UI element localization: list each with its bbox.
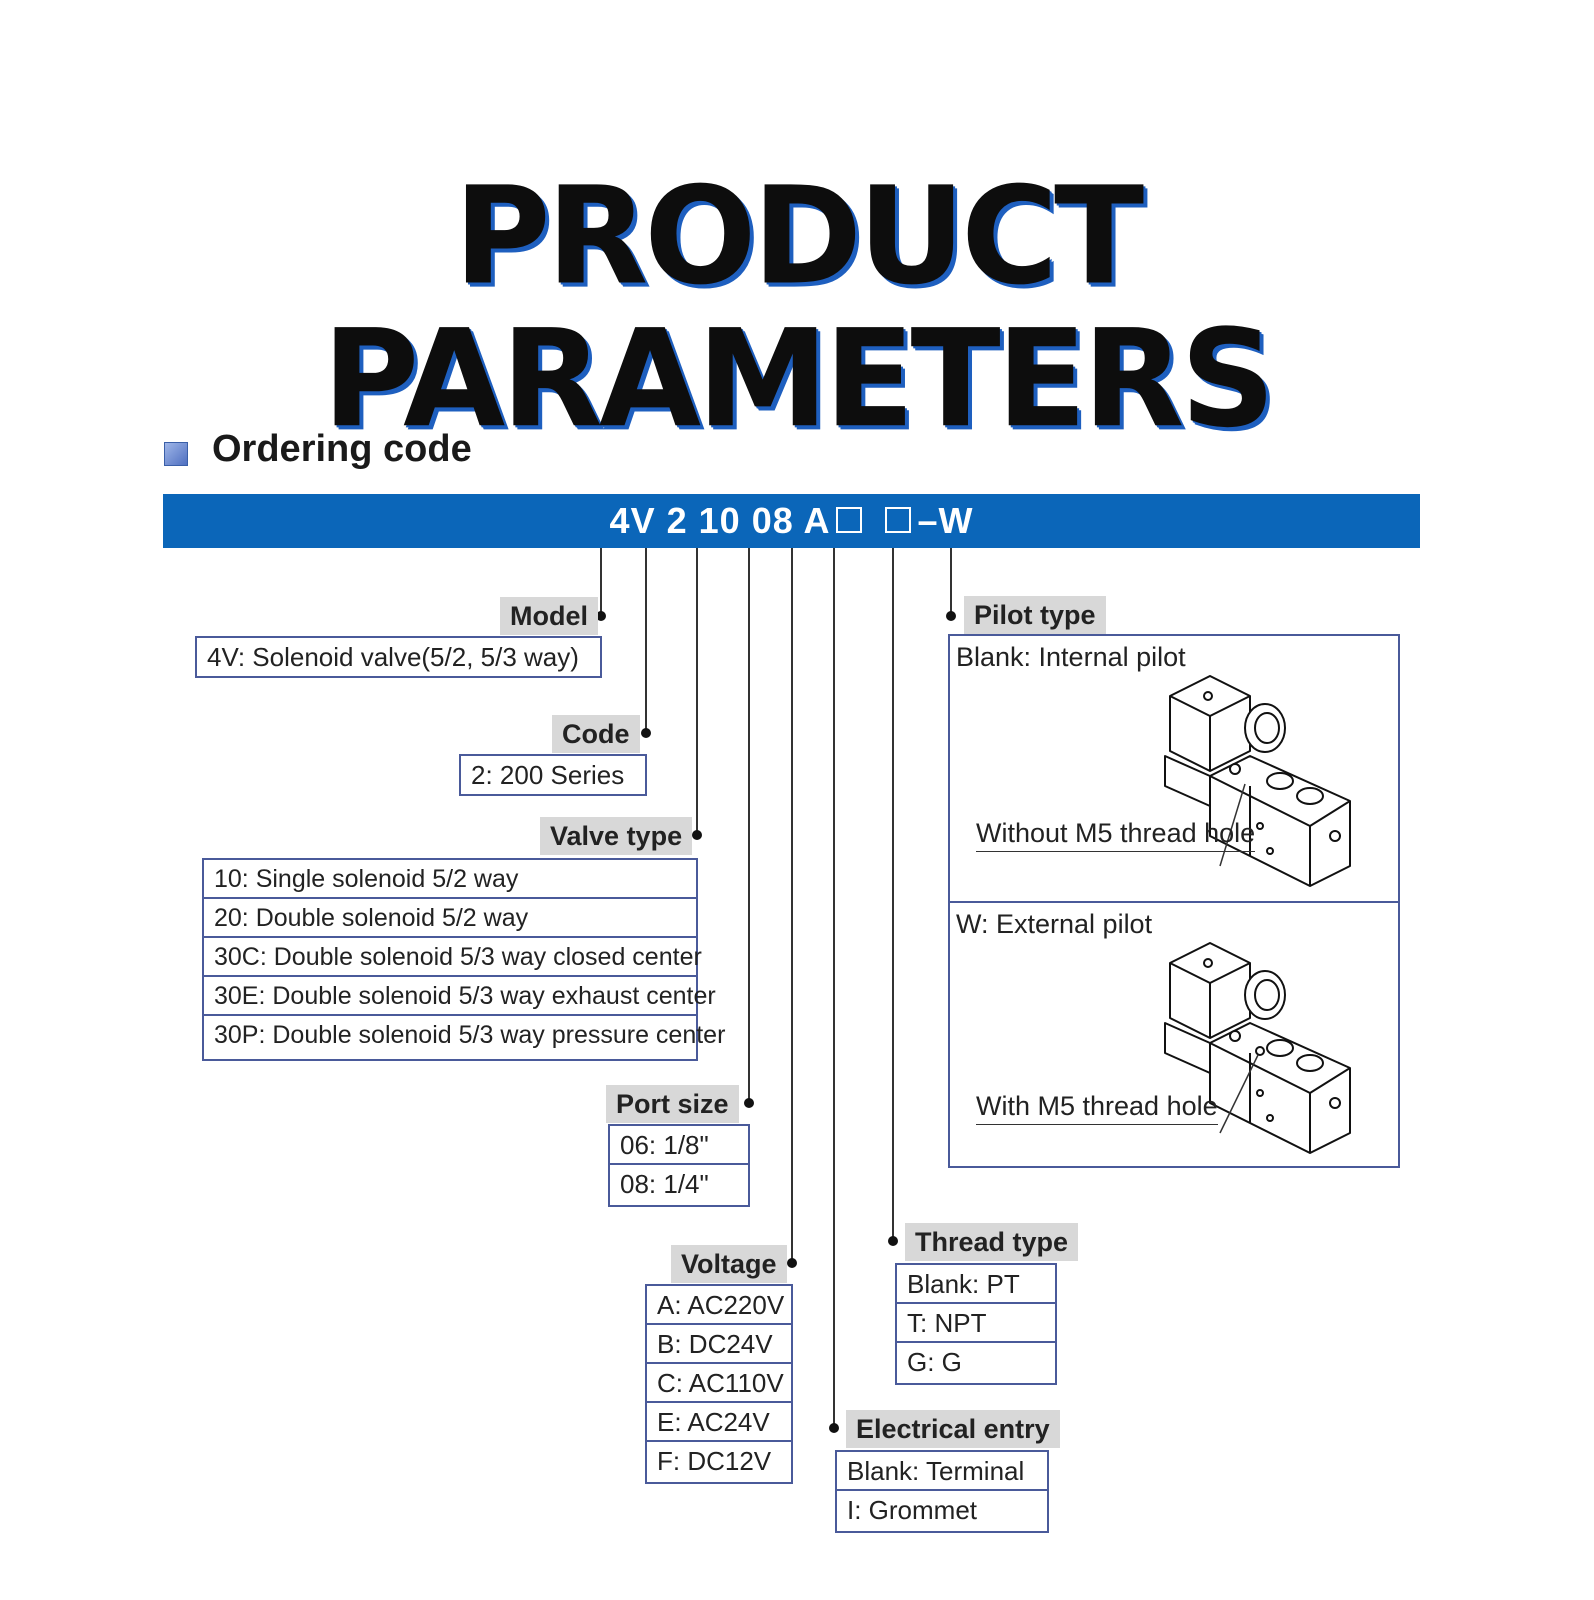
valve-type-option: 30C: Double solenoid 5/3 way closed cent… <box>204 938 702 977</box>
thread-type-option: G: G <box>907 1347 962 1377</box>
pilot-internal-title: Blank: Internal pilot <box>956 642 1186 672</box>
valve-type-option: 30E: Double solenoid 5/3 way exhaust cen… <box>204 977 716 1016</box>
voltage-option: B: DC24V <box>647 1325 791 1364</box>
voltage-option: F: DC12V <box>657 1446 772 1476</box>
voltage-option: C: AC110V <box>647 1364 791 1403</box>
thread-type-label: Thread type <box>905 1223 1079 1261</box>
port-size-option: 06: 1/8" <box>610 1126 748 1165</box>
valve-type-label: Valve type <box>540 817 693 855</box>
pilot-type-label: Pilot type <box>964 596 1106 634</box>
model-options: 4V: Solenoid valve(5/2, 5/3 way) <box>195 636 602 678</box>
section-title: Ordering code <box>212 428 472 470</box>
pilot-type-panel: Blank: Internal pilot <box>948 634 1400 1168</box>
pilot-external-title: W: External pilot <box>956 909 1153 939</box>
valve-type-options: 10: Single solenoid 5/2 way 20: Double s… <box>202 858 726 1061</box>
electrical-entry-option: Blank: Terminal <box>837 1452 1047 1491</box>
pilot-external-note: With M5 thread hole <box>976 1091 1218 1125</box>
electrical-entry-options: Blank: Terminal I: Grommet <box>835 1450 1049 1533</box>
section-bullet-icon <box>164 442 188 466</box>
port-size-options: 06: 1/8" 08: 1/4" <box>608 1124 750 1207</box>
code-part-voltage: A <box>803 500 831 541</box>
connector-dot <box>888 1236 898 1246</box>
thread-type-option: T: NPT <box>897 1304 1055 1343</box>
port-size-label: Port size <box>606 1085 739 1123</box>
valve-type-option: 20: Double solenoid 5/2 way <box>204 899 696 938</box>
ordering-code-bar: 4V 2 10 08 A –W <box>163 494 1420 548</box>
code-placeholder-box <box>836 507 863 534</box>
valve-external-icon <box>1164 942 1351 1154</box>
electrical-entry-option: I: Grommet <box>847 1495 978 1525</box>
code-part-port-size: 08 <box>751 500 794 541</box>
port-size-option: 08: 1/4" <box>620 1169 709 1199</box>
voltage-label: Voltage <box>671 1245 787 1283</box>
model-label: Model <box>500 597 598 635</box>
code-placeholder-box <box>885 507 912 534</box>
electrical-entry-label: Electrical entry <box>846 1410 1060 1448</box>
code-suffix: –W <box>917 500 974 541</box>
thread-type-options: Blank: PT T: NPT G: G <box>895 1263 1057 1385</box>
code-part-model: 4V <box>609 500 656 541</box>
code-option: 2: 200 Series <box>471 760 625 790</box>
connector-dot <box>692 830 702 840</box>
valve-internal-icon <box>1164 675 1351 887</box>
thread-type-option: Blank: PT <box>897 1265 1055 1304</box>
model-option: 4V: Solenoid valve(5/2, 5/3 way) <box>207 642 579 672</box>
code-part-series: 2 <box>666 500 688 541</box>
code-label: Code <box>552 715 640 753</box>
code-options: 2: 200 Series <box>459 754 647 796</box>
connector-dot <box>641 728 651 738</box>
page-headline: PRODUCT PARAMETERS <box>322 158 1275 458</box>
pilot-external-section: W: External pilot <box>950 901 1398 1168</box>
valve-type-option: 10: Single solenoid 5/2 way <box>204 860 696 899</box>
pilot-internal-note: Without M5 thread hole <box>976 818 1256 852</box>
connector-dot <box>787 1258 797 1268</box>
valve-type-option: 30P: Double solenoid 5/3 way pressure ce… <box>214 1021 726 1049</box>
connector-dot <box>744 1098 754 1108</box>
pilot-internal-section: Blank: Internal pilot <box>950 636 1398 901</box>
code-part-valve-type: 10 <box>698 500 741 541</box>
connector-dot <box>946 611 956 621</box>
voltage-option: E: AC24V <box>647 1403 791 1442</box>
connector-dot <box>829 1423 839 1433</box>
connector-dot <box>596 611 606 621</box>
ordering-code: 4V 2 10 08 A –W <box>163 494 1420 548</box>
voltage-option: A: AC220V <box>647 1286 791 1325</box>
voltage-options: A: AC220V B: DC24V C: AC110V E: AC24V F:… <box>645 1284 793 1484</box>
